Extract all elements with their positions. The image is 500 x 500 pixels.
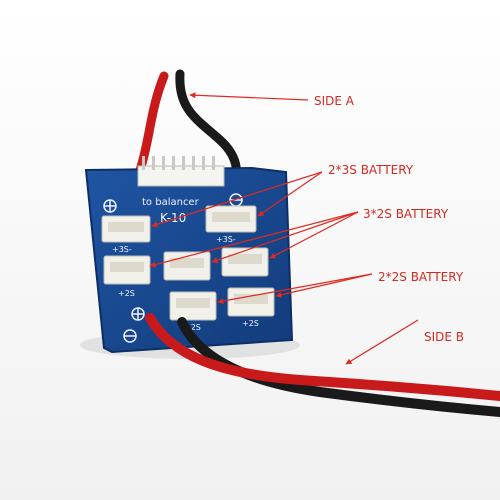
pad-symbol bbox=[103, 193, 243, 343]
arrow-2x2s-2 bbox=[275, 273, 373, 298]
label-2x3s-battery: 2*3S BATTERY bbox=[328, 163, 414, 177]
arrow-3x2s-3 bbox=[269, 211, 359, 259]
side-b-wires bbox=[145, 313, 500, 417]
label-side-b: SIDE B bbox=[424, 330, 465, 344]
arrow-2x2s-1 bbox=[217, 273, 373, 304]
port-label-2s-a: +2S bbox=[118, 289, 135, 298]
arrow-side-a bbox=[189, 92, 309, 101]
connector-2s-a bbox=[103, 255, 151, 285]
connector-3s-right bbox=[205, 205, 257, 233]
silkscreen-title: to balancer bbox=[142, 197, 200, 208]
board-model: K-10 bbox=[160, 211, 186, 225]
arrow-2x3s-2 bbox=[257, 171, 323, 217]
connector-2s-e bbox=[227, 287, 275, 317]
connector-2s-d bbox=[169, 291, 217, 321]
port-label-3s-right: +3S- bbox=[216, 235, 236, 244]
connector-2s-c bbox=[221, 247, 269, 277]
arrow-3x2s-1 bbox=[149, 211, 359, 268]
arrow-2x3s-1 bbox=[151, 171, 323, 228]
connector-3s-left bbox=[101, 215, 151, 243]
balance-board: to balancer K-10 +3S- +3S- bbox=[84, 156, 294, 354]
port-label-3s-left: +3S- bbox=[112, 245, 132, 254]
balancer-header bbox=[137, 156, 225, 187]
port-label-2s-d: +2S bbox=[184, 323, 201, 332]
label-3x2s-battery: 3*2S BATTERY bbox=[363, 207, 449, 221]
arrow-3x2s-2 bbox=[211, 211, 359, 264]
annotation-arrows bbox=[149, 92, 419, 365]
label-2x2s-battery: 2*2S BATTERY bbox=[378, 270, 464, 284]
label-side-a: SIDE A bbox=[314, 94, 355, 108]
port-label-2s-e: +2S bbox=[242, 319, 259, 328]
arrow-side-b bbox=[345, 319, 419, 365]
